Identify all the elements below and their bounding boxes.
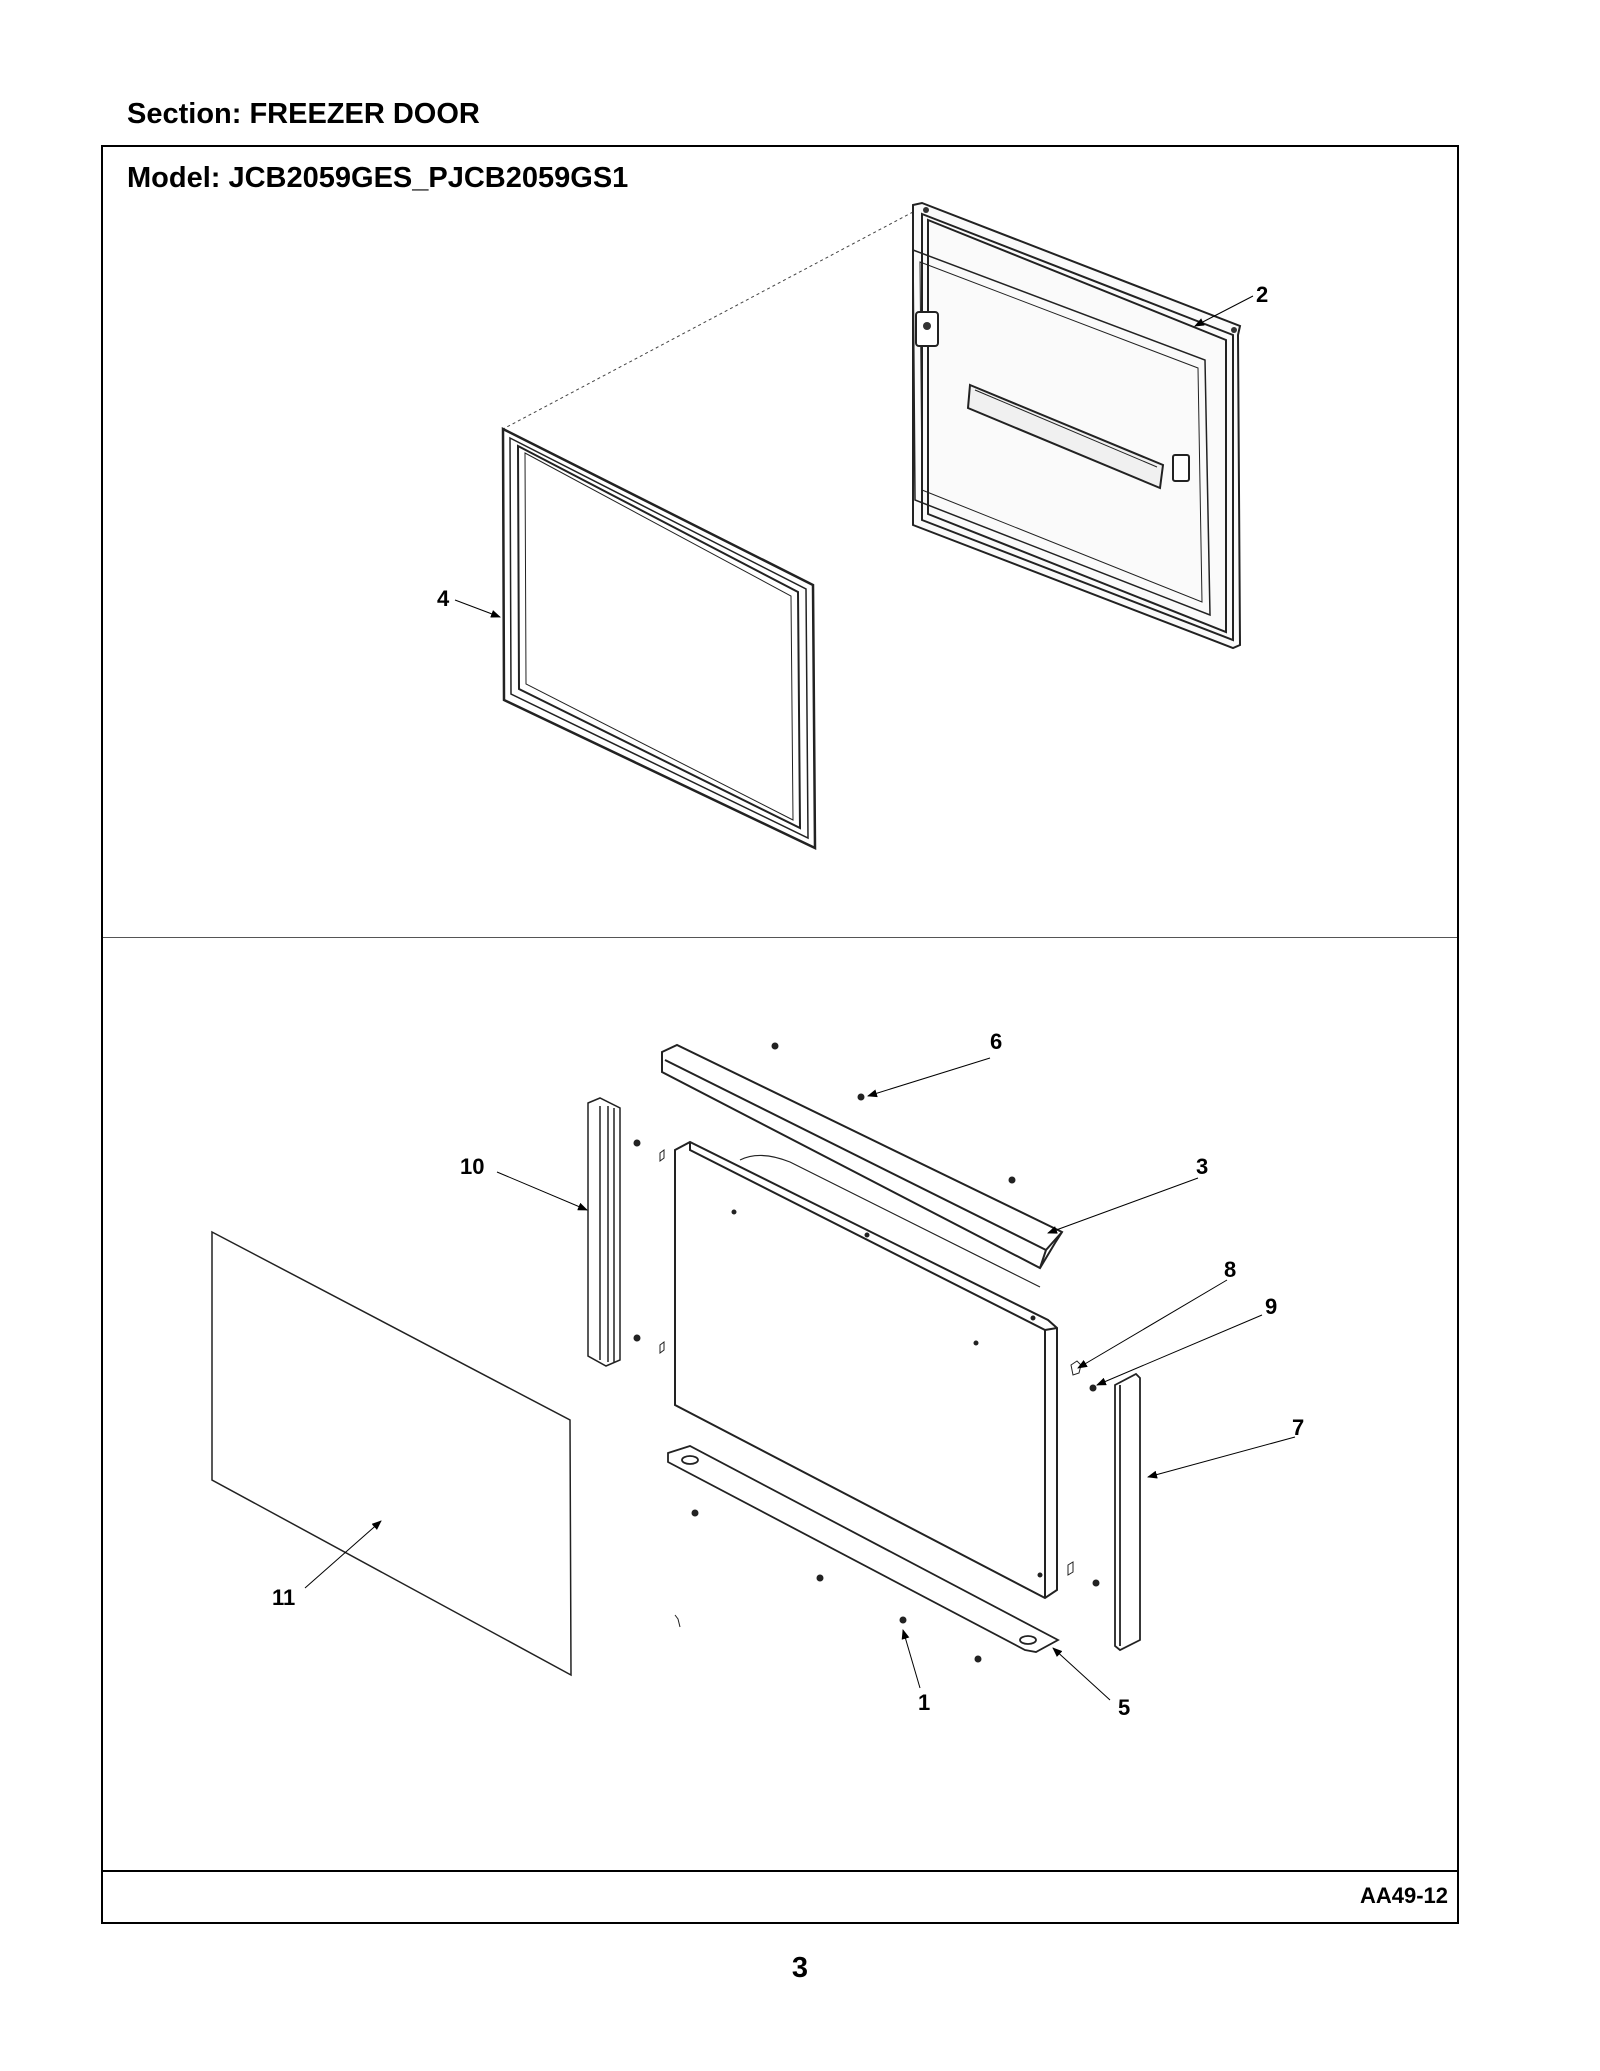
footer-divider: [103, 1870, 1457, 1872]
callout-4: 4: [437, 586, 450, 611]
diagram-frame: [101, 145, 1459, 1924]
page-number: 3: [791, 1952, 809, 1984]
callout-11: 11: [272, 1585, 295, 1610]
side-trim-part: [1114, 1372, 1141, 1652]
door-gasket-part: [501, 426, 817, 850]
section-title: Section: FREEZER DOOR: [127, 98, 480, 130]
top-trim-part: [661, 1043, 1064, 1270]
callout-3: 3: [1196, 1154, 1208, 1179]
callout-8: 8: [1224, 1257, 1236, 1282]
panel-divider: [103, 937, 1457, 938]
bottom-channel-part: [667, 1445, 1060, 1653]
outer-panel-part: [211, 1230, 572, 1677]
callout-2: 2: [1256, 282, 1268, 307]
alignment-lines: [502, 211, 914, 430]
callout-leaders: [304, 295, 1296, 1701]
door-trim-part: [587, 1097, 621, 1367]
callout-7: 7: [1292, 1415, 1304, 1440]
callout-5: 5: [1118, 1695, 1130, 1720]
callout-10: 10: [460, 1154, 484, 1179]
door-shell-part: [674, 1140, 1058, 1600]
callout-9: 9: [1265, 1294, 1277, 1319]
model-title: Model: JCB2059GES_PJCB2059GS1: [127, 162, 629, 194]
door-liner-part: [912, 201, 1242, 650]
callout-6: 6: [990, 1029, 1002, 1054]
callout-1: 1: [918, 1690, 930, 1715]
diagram-code: AA49-12: [1359, 1883, 1448, 1908]
hardware-screws: [633, 1042, 1100, 1663]
